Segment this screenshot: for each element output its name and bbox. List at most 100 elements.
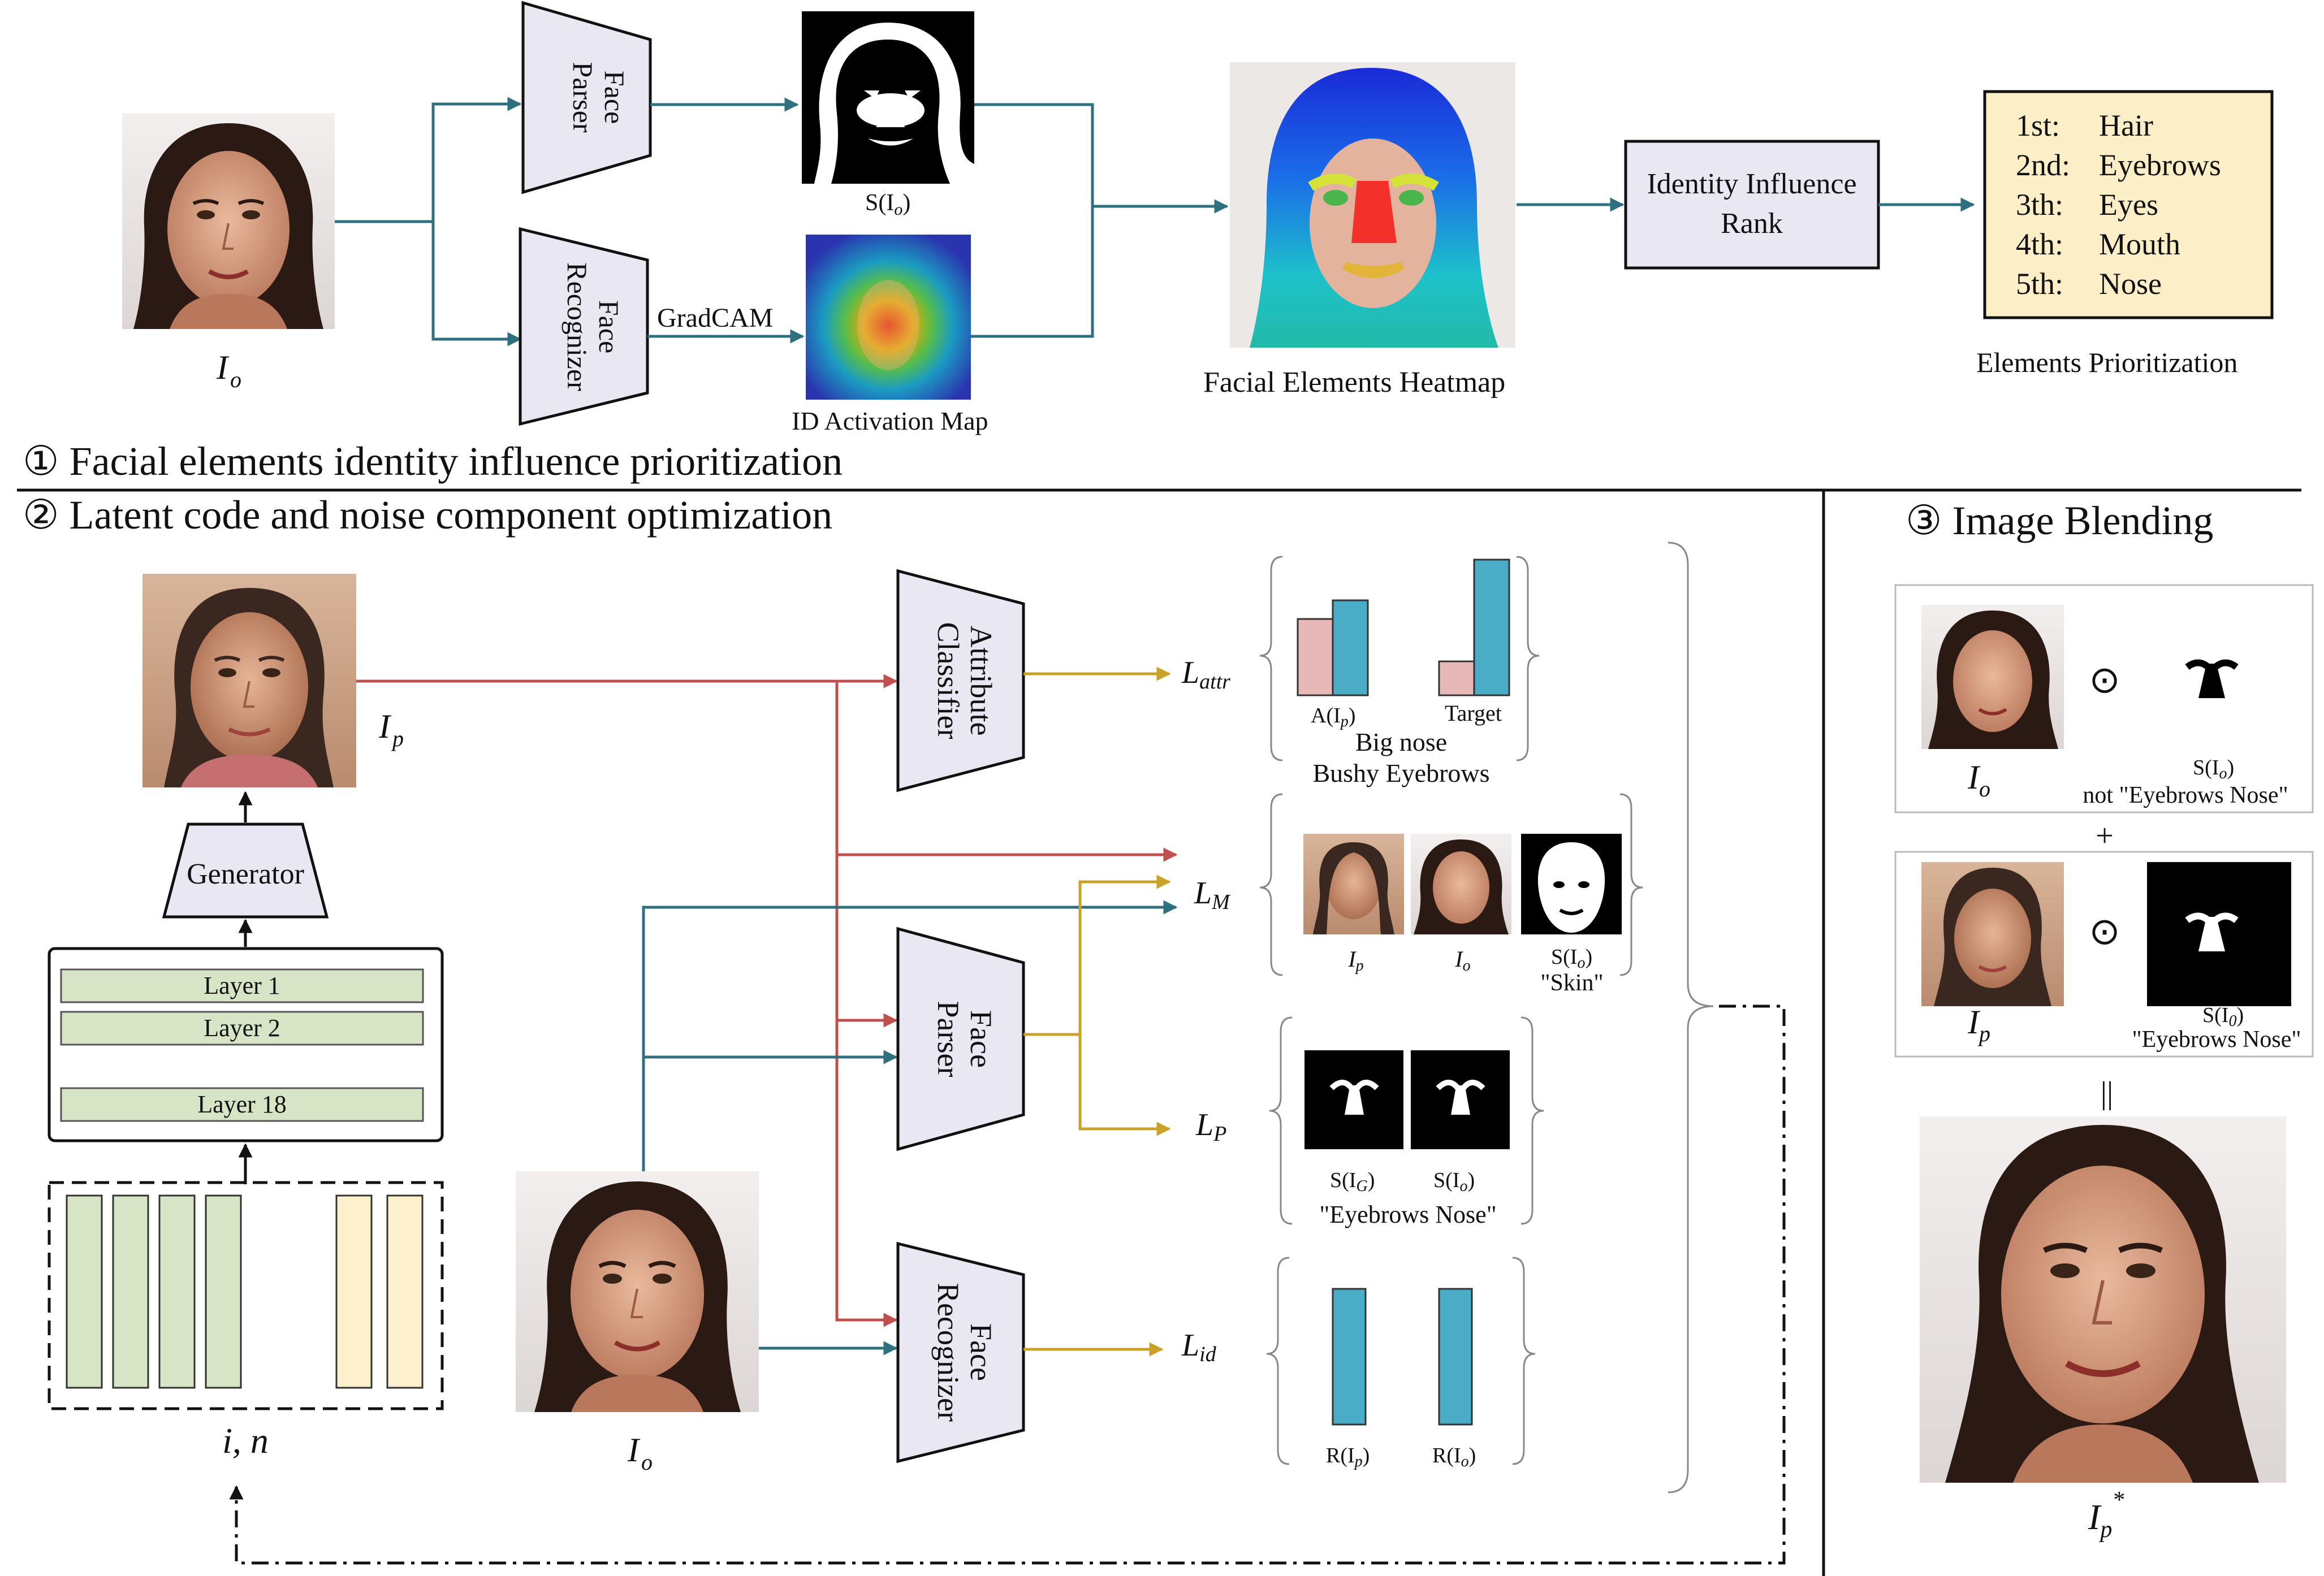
face-parser-1-line1: Face	[599, 71, 630, 124]
blend-ip-label: Ip	[1967, 1003, 1990, 1046]
latent-noise-box	[47, 1181, 444, 1410]
loss-attr-label: Lattr	[1181, 655, 1230, 694]
rank-box-line1: Identity Influence	[1647, 168, 1856, 200]
priority-element-4: Mouth	[2099, 227, 2180, 261]
io2-label: I	[627, 1431, 641, 1469]
priority-element-5: Nose	[2099, 267, 2162, 301]
gradcam-label: GradCAM	[657, 303, 773, 333]
big-brace	[1668, 542, 1714, 1493]
ip-label: I	[378, 708, 392, 745]
bar-aip-pink	[1297, 618, 1334, 696]
priority-rank-3: 3th:	[2016, 188, 2063, 222]
lm-io-label: Io	[1454, 946, 1470, 975]
loss-id-label: Lid	[1181, 1328, 1217, 1366]
latent-code-bar-4	[205, 1194, 242, 1389]
attr-aip-label: A(Ip)	[1311, 704, 1355, 730]
identity-influence-rank-box: Identity Influence Rank	[1624, 140, 1880, 270]
priority-element-1: Hair	[2099, 109, 2153, 142]
face-parser-1-line2: Parser	[567, 62, 599, 133]
face-parser-block-1: Face Parser	[521, 1, 652, 194]
heatmap-label: Facial Elements Heatmap	[1203, 366, 1505, 399]
input-io-label: I	[216, 349, 230, 386]
blend-mask1-caption: not "Eyebrows Nose"	[2083, 782, 2288, 808]
attr-caption-2: Bushy Eyebrows	[1312, 759, 1489, 787]
elements-prioritization-box: 1st:Hair2nd:Eyebrows3th:Eyes4th:Mouth5th…	[1983, 90, 2274, 319]
generated-face-ip	[142, 574, 356, 787]
blend-mask-2	[2147, 862, 2291, 1006]
face-parser-2-line2: Parser	[931, 1001, 965, 1077]
face-recognizer-block-1: Face Recognizer	[519, 227, 649, 426]
layer-18-label: Layer 18	[197, 1090, 287, 1118]
lp-caption: "Eyebrows Nose"	[1319, 1201, 1496, 1228]
blend-io-label: Io	[1967, 759, 1990, 802]
layer-18-bar	[60, 1087, 424, 1122]
layer-2-label: Layer 2	[204, 1014, 280, 1042]
id-activation-map-image	[806, 235, 971, 400]
blend-io-thumb	[1921, 605, 2064, 749]
blend-ip-thumb	[1921, 862, 2064, 1006]
noise-bar-2	[386, 1194, 424, 1389]
result-label: Ip*	[2088, 1487, 2124, 1543]
blend-mask2-label: S(I0)	[2202, 1003, 2244, 1030]
ip-sub: p	[391, 726, 404, 751]
face-recognizer-2-line1: Face	[964, 1323, 998, 1381]
io2-sub: o	[641, 1449, 653, 1475]
arrow-ip-to-recognizer	[835, 681, 898, 1327]
loss-m-label: LM	[1194, 876, 1231, 914]
plus-symbol: +	[2096, 819, 2114, 854]
bar-r-ip	[1332, 1288, 1367, 1426]
attribute-classifier-line2: Classifier	[931, 622, 965, 739]
layer-1-label: Layer 1	[204, 972, 280, 999]
face-parser-2-line1: Face	[964, 1010, 998, 1068]
blend-mask-1	[2185, 659, 2239, 698]
section1-title: ① Facial elements identity influence pri…	[23, 439, 843, 484]
seg-label: S(Io)	[865, 190, 910, 219]
lp-so-label: S(Io)	[1433, 1168, 1475, 1195]
arrow-activation-to-heatmap	[971, 206, 1094, 338]
priority-element-3: Eyes	[2099, 188, 2158, 222]
generator-block: Generator	[162, 822, 329, 919]
face-recognizer-block-2: Face Recognizer	[896, 1241, 1025, 1464]
priority-label: Elements Prioritization	[1976, 347, 2237, 378]
blend-mask2-caption: "Eyebrows Nose"	[2132, 1027, 2301, 1053]
noise-bar-1	[335, 1194, 373, 1389]
odot-2: ⊙	[2089, 911, 2120, 952]
lp-sg-label: S(IG)	[1330, 1168, 1375, 1195]
arrow-io-to-recognizer	[431, 222, 522, 347]
lm-skin-caption: "Skin"	[1540, 970, 1603, 996]
latent-label: i, n	[222, 1421, 269, 1461]
arrow-to-lm	[1023, 874, 1171, 1036]
generator-label: Generator	[187, 858, 304, 890]
bar-target-teal	[1473, 558, 1510, 696]
arrow-io-to-lm	[642, 900, 1178, 1171]
facial-elements-heatmap-image	[1230, 62, 1515, 348]
priority-rank-2: 2nd:	[2016, 148, 2070, 182]
priority-rank-1: 1st:	[2016, 109, 2060, 142]
input-io-sub: o	[230, 367, 241, 392]
activation-label: ID Activation Map	[792, 406, 988, 435]
blended-result-face	[1920, 1116, 2286, 1483]
lid-rip-label: R(Ip)	[1326, 1444, 1370, 1470]
attribute-bars-panel: A(Ip) Target Big nose Bushy Eyebrows	[1297, 558, 1510, 787]
lm-skin-label: S(Io)	[1551, 945, 1592, 972]
equals-symbol: ||	[2101, 1076, 2113, 1111]
priority-rank-5: 5th:	[2016, 267, 2063, 301]
bar-aip-teal	[1332, 599, 1369, 696]
lid-rio-label: R(Io)	[1432, 1444, 1476, 1470]
lm-panel: Ip Io S(Io) "Skin"	[1303, 834, 1622, 996]
priority-element-2: Eyebrows	[2099, 148, 2221, 182]
brace-panels	[1259, 556, 1643, 1465]
lp-panel: S(IG) S(Io) "Eyebrows Nose"	[1304, 1050, 1510, 1228]
arrow-seg-to-heatmap	[974, 103, 1229, 214]
odot-1: ⊙	[2089, 660, 2120, 701]
feedback-loop-arrow	[229, 1005, 1786, 1565]
rank-box-line2: Rank	[1721, 207, 1783, 240]
latent-code-bar-1	[66, 1194, 103, 1389]
input-face-io	[122, 113, 335, 329]
layer-2-bar	[60, 1011, 424, 1046]
latent-code-bar-3	[158, 1194, 196, 1389]
segmentation-mask-image	[802, 11, 974, 184]
face-parser-block-2: Face Parser	[896, 926, 1025, 1151]
attr-target-label: Target	[1445, 700, 1502, 726]
layer-1-bar	[60, 968, 424, 1003]
